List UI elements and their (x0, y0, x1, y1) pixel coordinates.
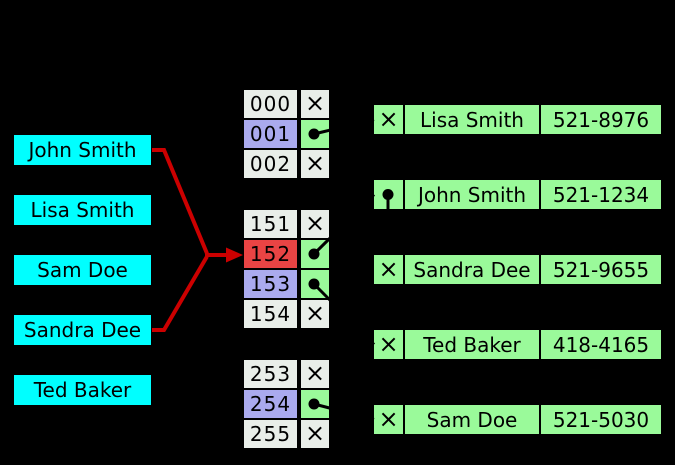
entry-name-sandra-dee: Sandra Dee (405, 255, 539, 284)
bucket-pointer-151: × (301, 210, 329, 238)
bucket-index-001: 001 (244, 120, 297, 148)
entry-next-pointer-sandra-dee: × (374, 255, 403, 284)
key-box-ted-baker: Ted Baker (14, 375, 151, 405)
key-box-lisa-smith: Lisa Smith (14, 195, 151, 225)
bucket-index-254: 254 (244, 390, 297, 418)
bucket-pointer-255: × (301, 420, 329, 448)
key-box-john-smith: John Smith (14, 135, 151, 165)
key-box-sandra-dee: Sandra Dee (14, 315, 151, 345)
hash-arrowhead-icon (226, 247, 243, 263)
null-pointer-icon: × (304, 209, 326, 237)
bucket-index-000: 000 (244, 90, 297, 118)
null-pointer-icon: × (378, 404, 399, 433)
entry-phone-lisa-smith: 521-8976 (541, 105, 661, 134)
bucket-index-253: 253 (244, 360, 297, 388)
bucket-pointer-002: × (301, 150, 329, 178)
bucket-index-255: 255 (244, 420, 297, 448)
bucket-pointer-154: × (301, 300, 329, 328)
null-pointer-icon: × (304, 299, 326, 327)
entry-name-lisa-smith: Lisa Smith (405, 105, 539, 134)
bucket-pointer-254 (301, 390, 329, 418)
bucket-pointer-152 (301, 240, 329, 268)
entry-name-john-smith: John Smith (405, 180, 539, 209)
bucket-index-154: 154 (244, 300, 297, 328)
null-pointer-icon: × (304, 149, 326, 177)
null-pointer-icon: × (304, 419, 326, 447)
entry-phone-john-smith: 521-1234 (541, 180, 661, 209)
bucket-pointer-001 (301, 120, 329, 148)
null-pointer-icon: × (378, 254, 399, 283)
null-pointer-icon: × (304, 359, 326, 387)
bucket-index-152: 152 (244, 240, 297, 268)
null-pointer-icon: × (378, 104, 399, 133)
bucket-pointer-153 (301, 270, 329, 298)
entry-phone-sam-doe: 521-5030 (541, 405, 661, 434)
hash-arrow-john-smith (152, 148, 209, 255)
bucket-pointer-253: × (301, 360, 329, 388)
hash-arrow-sandra-dee (152, 255, 209, 332)
entry-next-pointer-john-smith (374, 180, 403, 209)
entry-phone-sandra-dee: 521-9655 (541, 255, 661, 284)
null-pointer-icon: × (378, 329, 399, 358)
null-pointer-icon: × (304, 89, 326, 117)
entry-name-ted-baker: Ted Baker (405, 330, 539, 359)
bucket-index-153: 153 (244, 270, 297, 298)
bucket-index-002: 002 (244, 150, 297, 178)
key-box-sam-doe: Sam Doe (14, 255, 151, 285)
bucket-pointer-000: × (301, 90, 329, 118)
entry-next-pointer-ted-baker: × (374, 330, 403, 359)
bucket-index-151: 151 (244, 210, 297, 238)
entry-next-pointer-lisa-smith: × (374, 105, 403, 134)
entry-next-pointer-sam-doe: × (374, 405, 403, 434)
entry-name-sam-doe: Sam Doe (405, 405, 539, 434)
entry-phone-ted-baker: 418-4165 (541, 330, 661, 359)
